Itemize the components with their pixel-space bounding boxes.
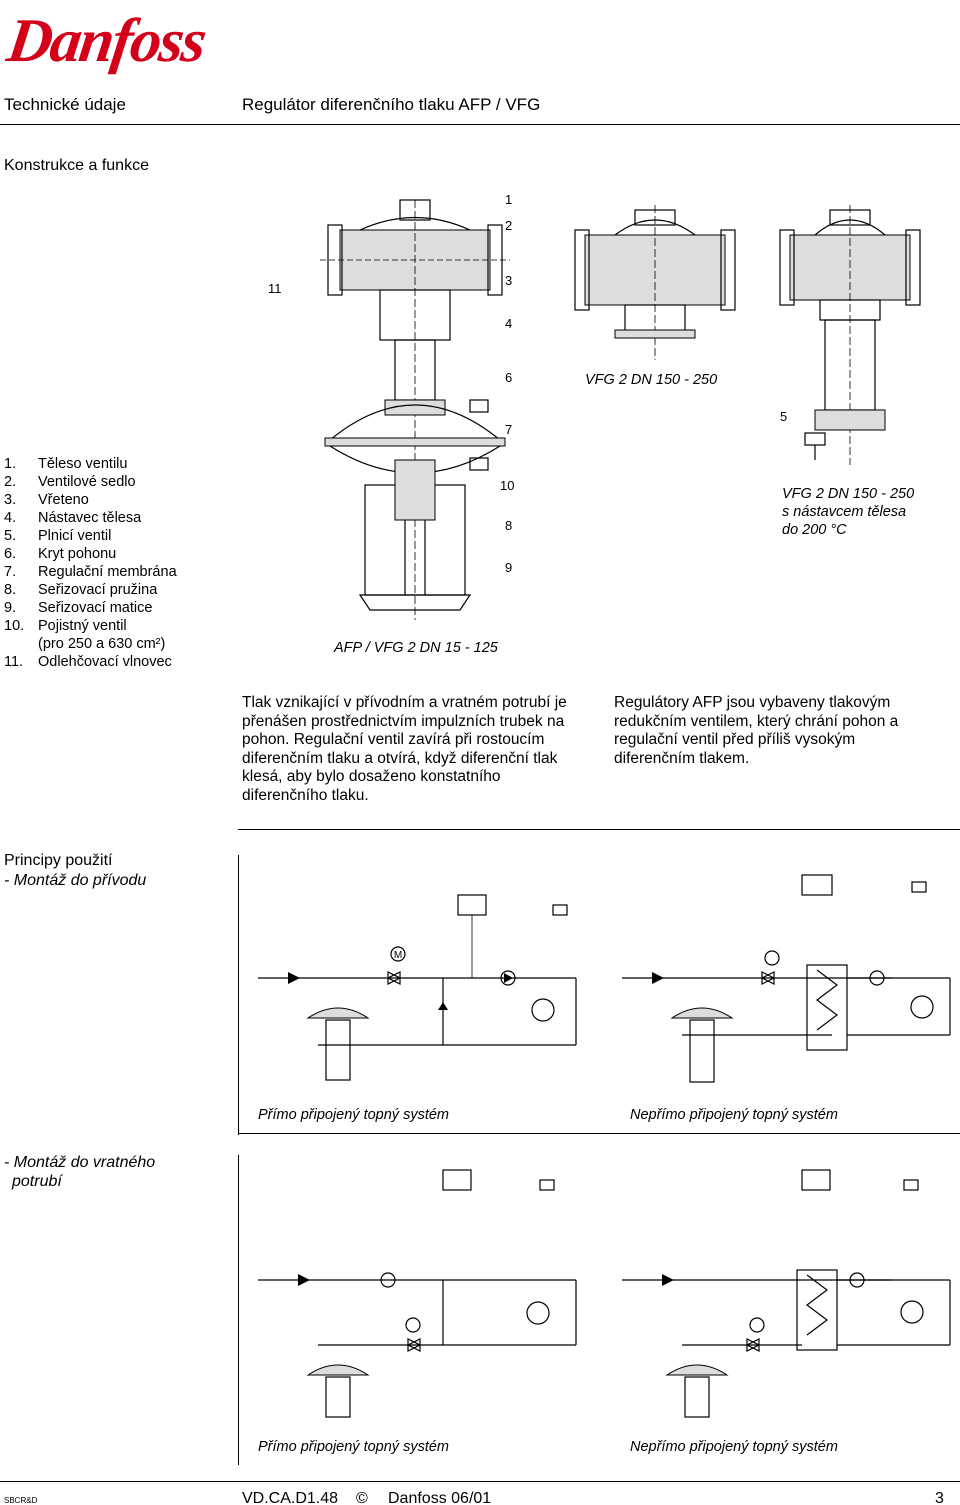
caption-indirect-return: Nepřímo připojený topný systém — [630, 1439, 838, 1455]
caption-right-line1: VFG 2 DN 150 - 250 — [782, 486, 915, 502]
header-rule — [0, 124, 960, 125]
list-item: 8.Seřizovací pružina — [4, 582, 158, 598]
subsection-return-line2: potrubí — [12, 1173, 62, 1190]
caption-direct-return: Přímo připojený topný systém — [258, 1439, 449, 1455]
list-item: 10.Pojistný ventil — [4, 618, 127, 634]
footer-doc-number: VD.CA.D1.48 — [242, 1490, 339, 1505]
section-title-construction: Konstrukce a funkce — [4, 157, 149, 174]
divider-vertical — [238, 855, 239, 1135]
footer-rule — [0, 1481, 960, 1482]
callout-6: 6 — [505, 370, 513, 385]
motor-label: M — [394, 950, 402, 961]
subsection-rule — [238, 1133, 960, 1134]
valve-drawing-right — [779, 205, 921, 465]
subsection-supply: - Montáž do přívodu — [4, 872, 147, 889]
valve-drawing-main — [320, 199, 510, 620]
list-item: 2.Ventilové sedlo — [4, 474, 136, 490]
callout-1: 1 — [505, 192, 513, 207]
caption-main: AFP / VFG 2 DN 15 - 125 — [334, 640, 498, 656]
callout-3: 3 — [505, 273, 513, 288]
list-item: 3.Vřeteno — [4, 492, 89, 508]
callout-9: 9 — [505, 560, 513, 575]
list-item: 4.Nástavec tělesa — [4, 510, 142, 526]
list-item: (pro 250 a 630 cm²) — [38, 636, 166, 652]
paragraph-protection: Regulátory AFP jsou vybaveny tlakovým re… — [614, 694, 899, 767]
list-item: 6.Kryt pohonu — [4, 546, 117, 562]
caption-indirect-supply: Nepřímo připojený topný systém — [630, 1107, 838, 1123]
footer-code: SBCR&D — [4, 1496, 38, 1505]
divider-vertical — [238, 1155, 239, 1465]
caption-right-line2: s nástavcem tělesa — [782, 504, 907, 520]
header-left: Technické údaje — [4, 95, 126, 114]
schematic-indirect-supply — [622, 874, 951, 1083]
caption-right-line3: do 200 °C — [782, 522, 847, 538]
list-item: 1.Těleso ventilu — [4, 456, 128, 472]
list-item: 7.Regulační membrána — [4, 564, 177, 580]
callout-11: 11 — [268, 281, 282, 296]
danfoss-logo: Danfoss — [3, 7, 210, 75]
schematic-direct-supply: M — [258, 894, 577, 1081]
callout-10: 10 — [500, 478, 515, 493]
subsection-return-line1: - Montáž do vratného — [4, 1154, 156, 1171]
schematic-indirect-return — [622, 1169, 951, 1418]
paragraph-function: Tlak vznikající v přívodním a vratném po… — [242, 694, 567, 804]
callout-7: 7 — [505, 422, 513, 437]
callout-2: 2 — [505, 218, 513, 233]
caption-middle: VFG 2 DN 150 - 250 — [585, 372, 718, 388]
header-title: Regulátor diferenčního tlaku AFP / VFG — [242, 95, 541, 114]
footer-company-date: Danfoss 06/01 — [388, 1490, 492, 1505]
list-item: 5.Plnicí ventil — [4, 528, 112, 544]
list-item: 11.Odlehčovací vlnovec — [4, 654, 172, 670]
callout-4: 4 — [505, 316, 513, 331]
caption-direct-supply: Přímo připojený topný systém — [258, 1107, 449, 1123]
copyright-icon: © — [356, 1490, 368, 1505]
callout-5: 5 — [780, 409, 788, 424]
callout-8: 8 — [505, 518, 513, 533]
list-item: 9.Seřizovací matice — [4, 600, 153, 616]
section-rule — [238, 829, 960, 830]
parts-list: 1.Těleso ventilu 2.Ventilové sedlo 3.Vře… — [4, 455, 177, 671]
schematic-direct-return — [258, 1169, 577, 1418]
page-number: 3 — [935, 1490, 944, 1505]
section-title-principles: Principy použití — [4, 852, 113, 869]
valve-drawing-middle — [574, 205, 736, 360]
